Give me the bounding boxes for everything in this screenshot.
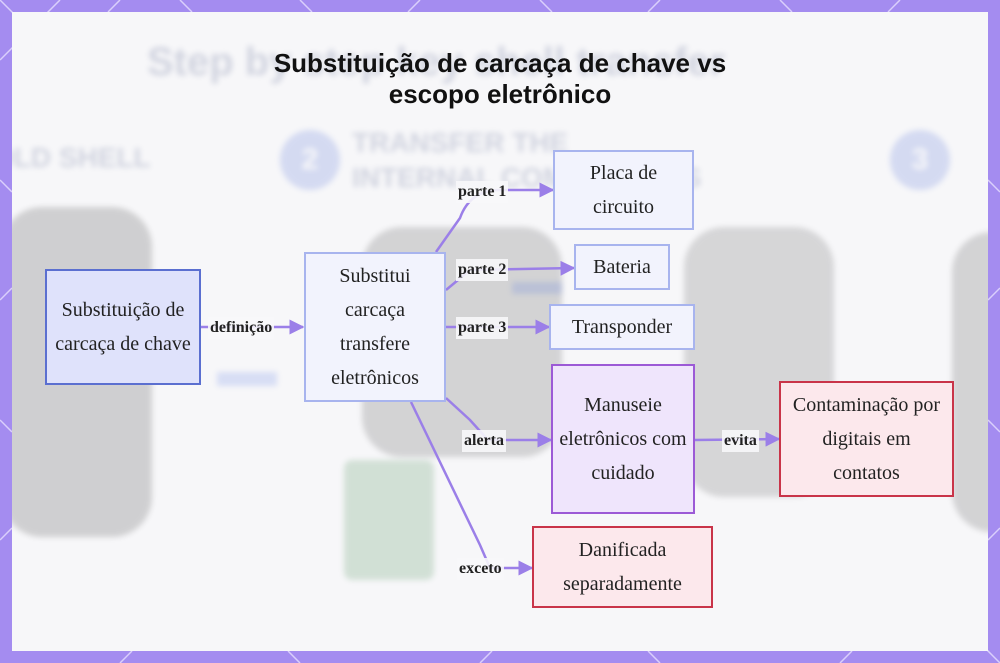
node-contamination-label: Contaminação por digitais em contatos — [792, 394, 941, 484]
node-contamination: Contaminação por digitais em contatos — [779, 381, 954, 497]
background-arrow-right — [512, 282, 562, 294]
edge-label-part3: parte 3 — [456, 317, 509, 339]
background-circuit-board — [344, 460, 434, 580]
node-damaged-separately: Danificada separadamente — [532, 526, 713, 608]
node-damaged-separately-label: Danificada separadamente — [563, 539, 682, 595]
background-heading: Step by step key shell transfer — [147, 40, 726, 84]
node-handle-with-care-label: Manuseie eletrônicos com cuidado — [559, 394, 687, 484]
background-arrow-left — [217, 372, 277, 386]
node-battery: Bateria — [574, 244, 670, 290]
edge-label-part2: parte 2 — [456, 259, 509, 281]
node-center-label: Substitui carcaça transfere eletrônicos — [331, 265, 419, 389]
node-transponder: Transponder — [549, 304, 695, 350]
node-circuit-board: Placa de circuito — [553, 150, 694, 230]
edge-except — [409, 401, 534, 576]
background-key-far-right — [952, 232, 988, 532]
node-circuit-board-label: Placa de circuito — [589, 162, 658, 218]
background-step2-badge: 2 — [280, 130, 340, 190]
background-transfer-line1: TRANSFER THE — [352, 127, 569, 158]
background-step3-badge: 3 — [890, 130, 950, 190]
node-handle-with-care: Manuseie eletrônicos com cuidado — [551, 364, 695, 514]
edge-label-avoids: evita — [722, 430, 759, 452]
node-root: Substituição de carcaça de chave — [45, 269, 201, 385]
node-center: Substitui carcaça transfere eletrônicos — [304, 252, 446, 402]
node-root-label: Substituição de carcaça de chave — [55, 299, 191, 355]
background-old-shell: OLD SHELL — [12, 142, 151, 173]
node-transponder-label: Transponder — [571, 316, 673, 338]
edge-label-definition: definição — [208, 317, 275, 339]
edge-label-except: exceto — [457, 558, 504, 580]
edge-label-part1: parte 1 — [456, 181, 509, 203]
diagram-title: Substituição de carcaça de chave vs esco… — [273, 48, 727, 109]
edge-label-warning: alerta — [462, 430, 506, 452]
node-battery-label: Bateria — [593, 256, 651, 278]
